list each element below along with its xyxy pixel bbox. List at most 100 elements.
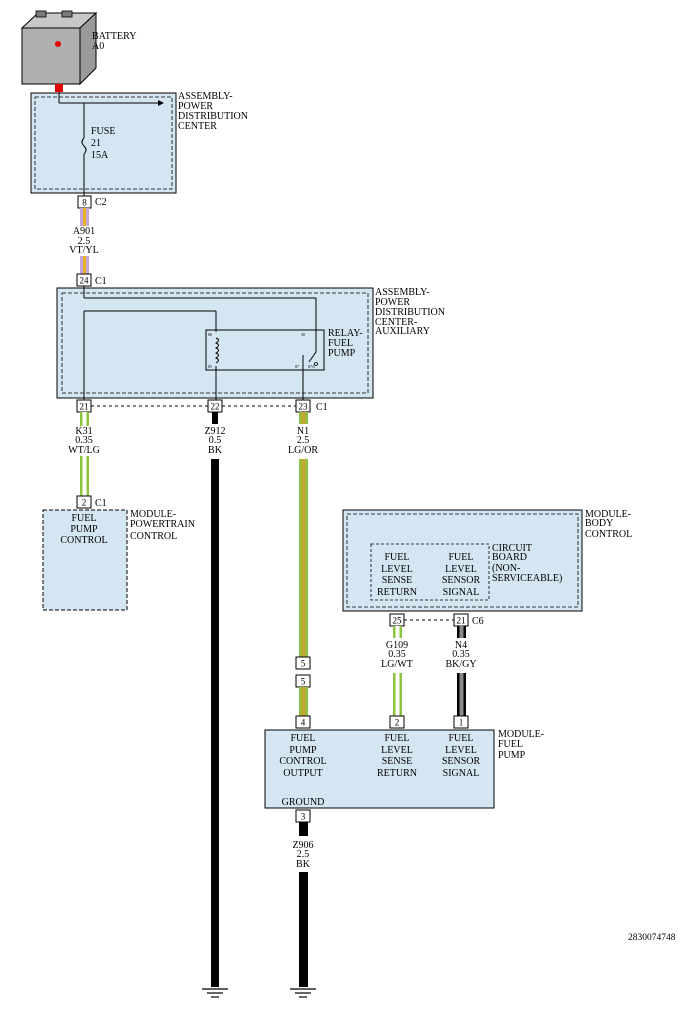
wire-a901-upper	[80, 208, 89, 226]
fuse-label-3: 15A	[91, 150, 109, 161]
bcm-return-1: FUEL	[385, 552, 410, 563]
wire-z912-color: BK	[208, 445, 223, 456]
battery-label-1: BATTERY	[92, 31, 136, 42]
wire-z912-lower	[211, 459, 219, 987]
svg-text:24: 24	[80, 276, 90, 286]
bcm-label-1: MODULE-	[585, 509, 631, 520]
fpm-return-3: SENSE	[382, 756, 413, 767]
wire-g109-id: G109	[386, 640, 408, 651]
wire-n1-color: LG/OR	[288, 445, 318, 456]
relay-label-1: RELAY-	[328, 328, 363, 339]
wire-n4-color: BK/GY	[445, 659, 476, 670]
svg-text:21: 21	[457, 616, 466, 626]
wire-z906-id: Z906	[292, 840, 313, 851]
pdca-c1-bottom-label: C1	[316, 402, 328, 413]
wire-k31-gauge: 0.35	[75, 435, 93, 446]
wire-z906-upper	[299, 822, 308, 836]
wire-a901-lower	[80, 256, 89, 274]
fpm-signal-2: LEVEL	[445, 745, 477, 756]
bcm-c6-label: C6	[472, 616, 484, 627]
wire-n4-lower	[457, 673, 466, 716]
svg-text:8: 8	[82, 198, 87, 208]
bcm-circuit-board	[370, 543, 490, 601]
relay-label-2: FUEL	[328, 338, 353, 349]
relay-coil-icon	[214, 337, 219, 364]
fpm-ctrl-3: CONTROL	[279, 756, 326, 767]
pcm-inner-1: FUEL	[72, 513, 97, 524]
bcm-return-3: SENSE	[382, 575, 413, 586]
bcm-return-2: LEVEL	[381, 564, 413, 575]
wire-g109-gauge: 0.35	[388, 649, 406, 660]
wire-g109-upper	[393, 626, 402, 638]
svg-text:22: 22	[211, 402, 220, 412]
fpm-return-1: FUEL	[385, 733, 410, 744]
pdca-label-4: CENTER-	[375, 317, 417, 328]
circuit-board-label-2: BOARD	[492, 552, 527, 563]
inline-connector-pin-a	[295, 656, 311, 670]
bus-arrow-icon	[158, 100, 164, 106]
wire-k31-lower	[80, 456, 89, 496]
svg-text:23: 23	[299, 402, 309, 412]
wire-z906-color: BK	[296, 859, 311, 870]
pcm-inner-2: PUMP	[70, 524, 98, 535]
pcm-inner-3: CONTROL	[60, 535, 107, 546]
circuit-board-label-1: CIRCUIT	[492, 543, 532, 554]
pdc-label-2: POWER	[178, 101, 213, 112]
bcm-signal-2: LEVEL	[445, 564, 477, 575]
fpm-label-3: PUMP	[498, 750, 526, 761]
svg-text:2: 2	[395, 718, 400, 728]
ground-symbol-z906	[290, 988, 316, 998]
pdc-label-4: CENTER	[178, 121, 217, 132]
wire-z912-id: Z912	[204, 426, 225, 437]
ground-symbol-z912	[202, 988, 228, 998]
pdca-label-2: POWER	[375, 297, 410, 308]
bcm-signal-1: FUEL	[449, 552, 474, 563]
wire-z906-lower	[299, 872, 308, 987]
circuit-board-label-3: (NON-	[492, 563, 520, 574]
svg-text:25: 25	[393, 616, 403, 626]
relay-switch-icon	[308, 351, 317, 363]
svg-text:3: 3	[301, 812, 306, 822]
fpm-signal-4: SIGNAL	[443, 768, 480, 779]
fuel-pump-module	[264, 729, 495, 809]
fpm-ctrl-4: OUTPUT	[283, 768, 322, 779]
wire-n4-upper	[457, 626, 466, 638]
pcm-label-3: CONTROL	[130, 531, 177, 542]
wire-k31-id: K31	[75, 426, 92, 437]
pcm-module	[42, 509, 128, 611]
fpm-return-2: LEVEL	[381, 745, 413, 756]
pdca-c1-top-label: C1	[95, 276, 107, 287]
fpm-pin-1	[453, 715, 469, 729]
pdc-label-1: ASSEMBLY-	[178, 91, 233, 102]
wire-k31-color: WT/LG	[68, 445, 100, 456]
bcm-signal-3: SENSOR	[442, 575, 481, 586]
svg-text:85: 85	[208, 364, 212, 369]
relay-fuel-pump	[205, 329, 325, 371]
svg-text:87A: 87A	[308, 364, 315, 369]
fpm-ground-label: GROUND	[282, 797, 325, 808]
wire-k31-upper	[80, 412, 89, 426]
pcm-c1-label: C1	[95, 498, 107, 509]
pcm-label-2: POWERTRAIN	[130, 519, 195, 530]
wire-z912-gauge: 0.5	[209, 435, 222, 446]
wire-a901-gauge: 2.5	[78, 236, 91, 247]
svg-text:1: 1	[459, 718, 464, 728]
relay-label-3: PUMP	[328, 348, 356, 359]
bcm-module	[342, 509, 583, 612]
wire-n1-bottom	[299, 687, 308, 716]
svg-text:87: 87	[295, 364, 299, 369]
fpm-pin-2	[389, 715, 405, 729]
wire-a901-color: VT/YL	[69, 245, 98, 256]
svg-text:5: 5	[301, 677, 306, 687]
wire-n1-lower	[299, 459, 308, 657]
fpm-label-2: FUEL	[498, 739, 523, 750]
wire-n1-upper	[299, 412, 308, 424]
fpm-ctrl-2: PUMP	[289, 745, 317, 756]
svg-text:4: 4	[301, 718, 306, 728]
wire-g109-lower	[393, 673, 402, 716]
wire-g109-color: LG/WT	[381, 659, 413, 670]
pdca-module	[56, 287, 374, 399]
fpm-signal-1: FUEL	[449, 733, 474, 744]
